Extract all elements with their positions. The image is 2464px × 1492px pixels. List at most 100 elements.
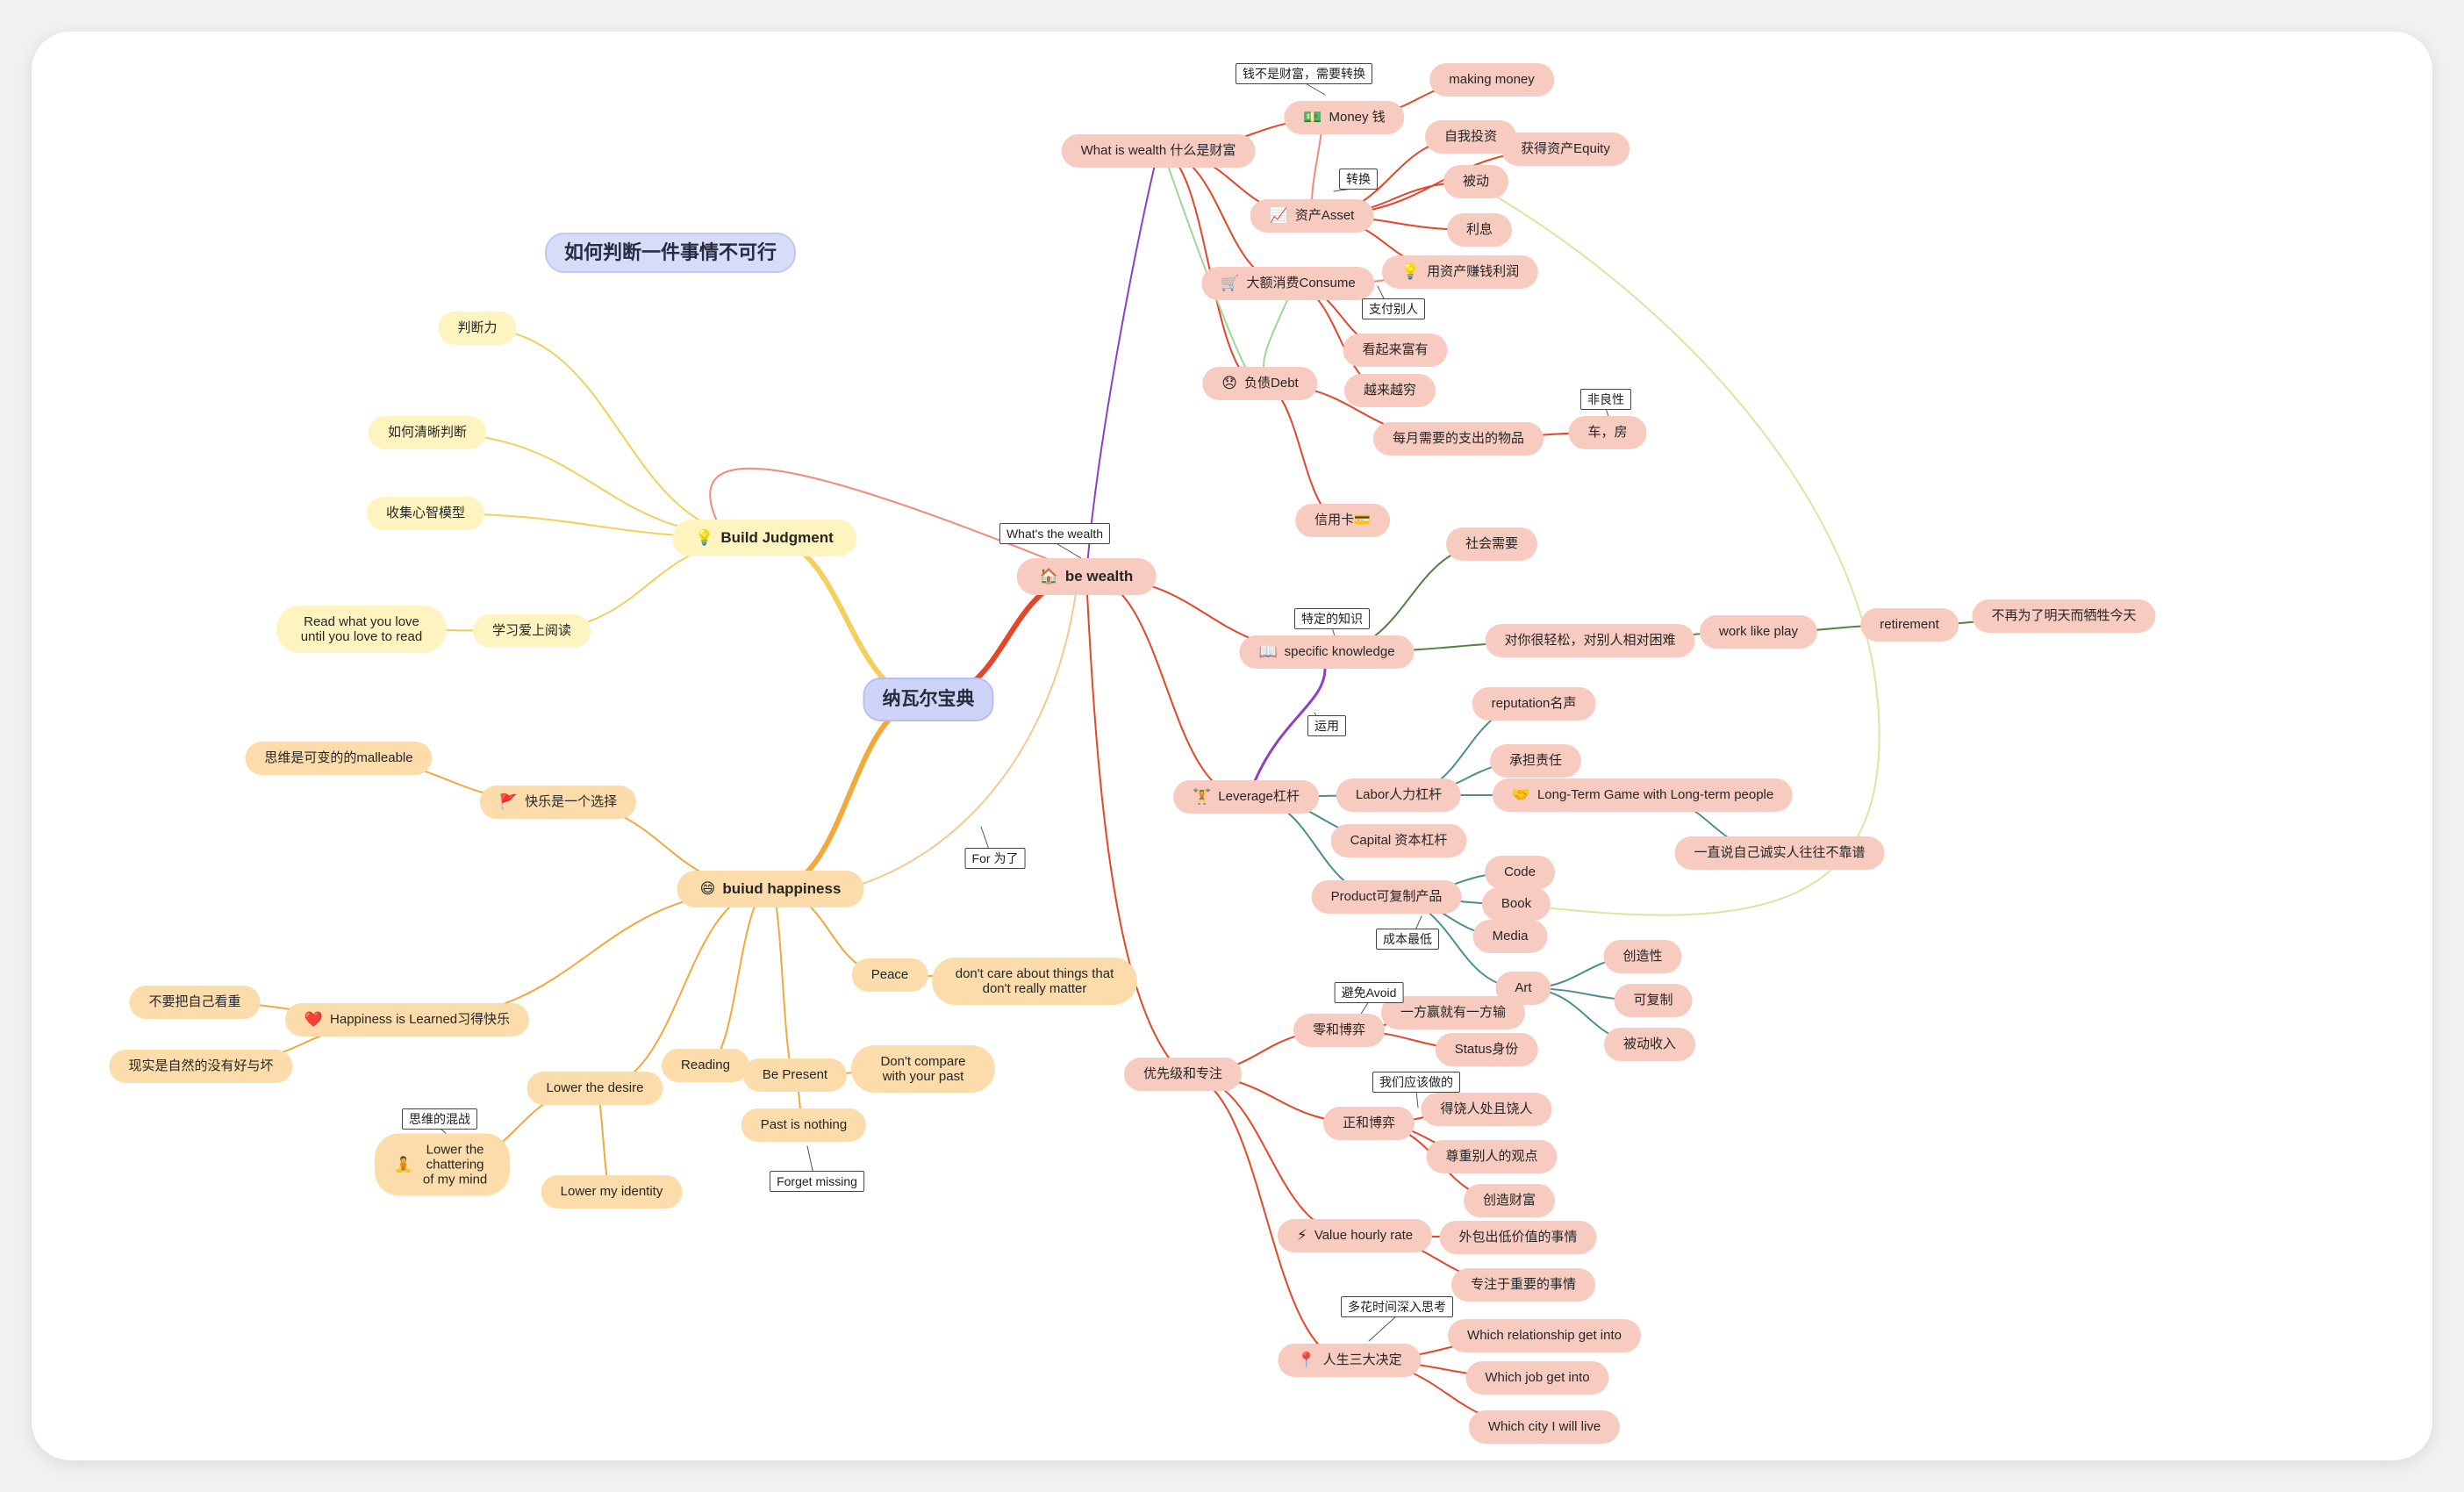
topic-label: Which job get into (1485, 1370, 1590, 1385)
topic-label: Build Judgment (720, 529, 834, 546)
topic-panduanli[interactable]: 判断力 (438, 312, 517, 345)
topic-floating[interactable]: 如何判断一件事情不可行 (544, 233, 797, 273)
topic-siwei[interactable]: 思维是可变的的malleable (245, 742, 433, 775)
topic-bu[interactable]: 不要把自己看重 (129, 986, 261, 1019)
topic-debt[interactable]: 😞负债Debt (1202, 367, 1318, 400)
topic-chattering[interactable]: 🧘Lower the chattering of my mind (375, 1133, 510, 1196)
topic-meiyue[interactable]: 每月需要的支出的物品 (1372, 422, 1544, 455)
callout-c_forget[interactable]: Forget missing (770, 1171, 864, 1192)
topic-status[interactable]: Status身份 (1435, 1033, 1538, 1066)
topic-sanda[interactable]: 📍人生三大决定 (1278, 1344, 1422, 1377)
topic-yuelai[interactable]: 越来越穷 (1343, 374, 1436, 407)
topic-media[interactable]: Media (1472, 920, 1548, 953)
topic-buzaiwei[interactable]: 不再为了明天而牺牲今天 (1972, 599, 2156, 633)
callout-c_teding[interactable]: 特定的知识 (1294, 608, 1370, 629)
topic-xianshi[interactable]: 现实是自然的没有好与坏 (109, 1050, 293, 1083)
topic-ruhe[interactable]: 如何清晰判断 (368, 416, 487, 449)
callout-c_chengben[interactable]: 成本最低 (1376, 929, 1439, 950)
topic-root[interactable]: 纳瓦尔宝典 (863, 678, 994, 721)
topic-shehui[interactable]: 社会需要 (1445, 527, 1538, 561)
callout-c_whats[interactable]: What's the wealth (999, 523, 1111, 544)
topic-book[interactable]: Book (1481, 887, 1551, 921)
topic-zunzhong[interactable]: 尊重别人的观点 (1426, 1140, 1558, 1173)
callout-c_feiliang[interactable]: 非良性 (1580, 389, 1631, 410)
topic-pastnothing[interactable]: Past is nothing (741, 1108, 867, 1142)
topic-label: 得饶人处且饶人 (1440, 1101, 1533, 1116)
topic-kuaile[interactable]: 🚩快乐是一个选择 (479, 785, 637, 819)
topic-makingmoney[interactable]: making money (1429, 63, 1554, 97)
topic-capital[interactable]: Capital 资本杠杆 (1330, 824, 1467, 857)
topic-zhenghe[interactable]: 正和博弈 (1322, 1107, 1415, 1140)
topic-relationship[interactable]: Which relationship get into (1448, 1319, 1641, 1352)
topic-money[interactable]: 💵Money 钱 (1284, 101, 1405, 134)
topic-reading[interactable]: Reading (662, 1049, 749, 1082)
topic-shouji[interactable]: 收集心智模型 (366, 497, 485, 530)
topic-chuangzao[interactable]: 创造性 (1603, 940, 1682, 973)
topic-linghe[interactable]: 零和博弈 (1293, 1014, 1386, 1047)
topic-kefuzhi[interactable]: 可复制 (1614, 984, 1693, 1017)
topic-label: 一方赢就有一方输 (1400, 1005, 1507, 1020)
topic-longterm[interactable]: 🤝Long-Term Game with Long-term people (1492, 778, 1794, 812)
callout-c_siwei[interactable]: 思维的混战 (402, 1108, 477, 1130)
topic-dontcompare[interactable]: Don't compare with your past (851, 1045, 995, 1093)
callout-c_bimian[interactable]: 避免Avoid (1334, 982, 1404, 1003)
topic-job[interactable]: Which job get into (1465, 1361, 1609, 1395)
callout-c_women[interactable]: 我们应该做的 (1372, 1072, 1460, 1093)
topic-xinyongka[interactable]: 信用卡💳 (1295, 504, 1390, 537)
topic-dontcare[interactable]: don't care about things that don't reall… (932, 958, 1137, 1005)
callout-c_zhuanhuan[interactable]: 转换 (1339, 169, 1378, 190)
topic-beidongshouru[interactable]: 被动收入 (1603, 1028, 1696, 1061)
topic-specific[interactable]: 📖specific knowledge (1239, 635, 1415, 669)
callout-c_forweile[interactable]: For 为了 (964, 848, 1026, 869)
topic-duini[interactable]: 对你很轻松，对别人相对困难 (1485, 624, 1695, 657)
topic-identity[interactable]: Lower my identity (541, 1175, 683, 1209)
topic-label: What is wealth 什么是财富 (1080, 143, 1236, 158)
topic-yizhi[interactable]: 一直说自己诚实人往往不靠谱 (1674, 836, 1885, 870)
topic-yongzichan[interactable]: 💡用资产赚钱利润 (1381, 255, 1539, 289)
topic-bepresent[interactable]: Be Present (742, 1058, 848, 1092)
topic-hourly[interactable]: ⚡Value hourly rate (1277, 1219, 1433, 1252)
topic-xuexi[interactable]: 学习爱上阅读 (472, 614, 591, 648)
topic-product[interactable]: Product可复制产品 (1311, 880, 1462, 914)
topic-chuangzaocaifu[interactable]: 创造财富 (1463, 1184, 1556, 1217)
topic-consume[interactable]: 🛒大额消费Consume (1201, 267, 1375, 300)
topic-equity[interactable]: 获得资产Equity (1501, 133, 1630, 166)
topic-retirement[interactable]: retirement (1860, 608, 1959, 642)
topic-label: Art (1515, 980, 1532, 995)
topic-workplay[interactable]: work like play (1699, 615, 1818, 649)
topic-chengdan[interactable]: 承担责任 (1489, 744, 1582, 778)
topic-label: buiud happiness (722, 880, 842, 897)
topic-ziwotouzi[interactable]: 自我投资 (1424, 120, 1517, 154)
topic-beidong[interactable]: 被动 (1443, 165, 1509, 198)
topic-readlove[interactable]: Read what you love until you love to rea… (276, 606, 447, 653)
topic-kanqilai[interactable]: 看起来富有 (1343, 334, 1448, 367)
topic-deraoren[interactable]: 得饶人处且饶人 (1421, 1093, 1552, 1126)
topic-lowerdesire[interactable]: Lower the desire (526, 1072, 663, 1105)
relationship-book-beidong (1493, 194, 1880, 916)
topic-zhuanzhu[interactable]: 专注于重要的事情 (1450, 1268, 1596, 1302)
topic-code[interactable]: Code (1485, 856, 1555, 889)
topic-learned[interactable]: ❤️Happiness is Learned习得快乐 (284, 1003, 530, 1037)
topic-city[interactable]: Which city I will live (1468, 1410, 1621, 1444)
topic-labor[interactable]: Labor人力杠杆 (1336, 778, 1462, 812)
topic-label: 人生三大决定 (1322, 1352, 1402, 1367)
topic-peace[interactable]: Peace (851, 958, 928, 992)
callout-c_duohua[interactable]: 多花时间深入思考 (1341, 1296, 1453, 1317)
topic-label: Read what you love until you love to rea… (300, 614, 423, 644)
callout-c_qian[interactable]: 钱不是财富，需要转换 (1236, 63, 1372, 84)
topic-icon: 🧘 (394, 1156, 413, 1173)
topic-asset[interactable]: 📈资产Asset (1250, 199, 1374, 233)
topic-waibao[interactable]: 外包出低价值的事情 (1439, 1221, 1597, 1254)
topic-judgment[interactable]: 💡Build Judgment (672, 520, 856, 556)
topic-yifang[interactable]: 一方赢就有一方输 (1380, 996, 1526, 1029)
topic-happiness[interactable]: 😄buiud happiness (677, 871, 864, 907)
callout-c_zhifu[interactable]: 支付别人 (1362, 298, 1425, 319)
callout-c_yunyong[interactable]: 运用 (1307, 715, 1346, 736)
topic-lixi[interactable]: 利息 (1446, 213, 1513, 247)
topic-chefang[interactable]: 车，房 (1568, 416, 1647, 449)
topic-wealth[interactable]: 🏠be wealth (1016, 558, 1157, 595)
topic-reputation[interactable]: reputation名声 (1472, 687, 1596, 721)
topic-youxian[interactable]: 优先级和专注 (1123, 1058, 1243, 1091)
topic-leverage[interactable]: 🏋Leverage杠杆 (1173, 780, 1319, 814)
topic-whatwealth[interactable]: What is wealth 什么是财富 (1061, 134, 1256, 168)
